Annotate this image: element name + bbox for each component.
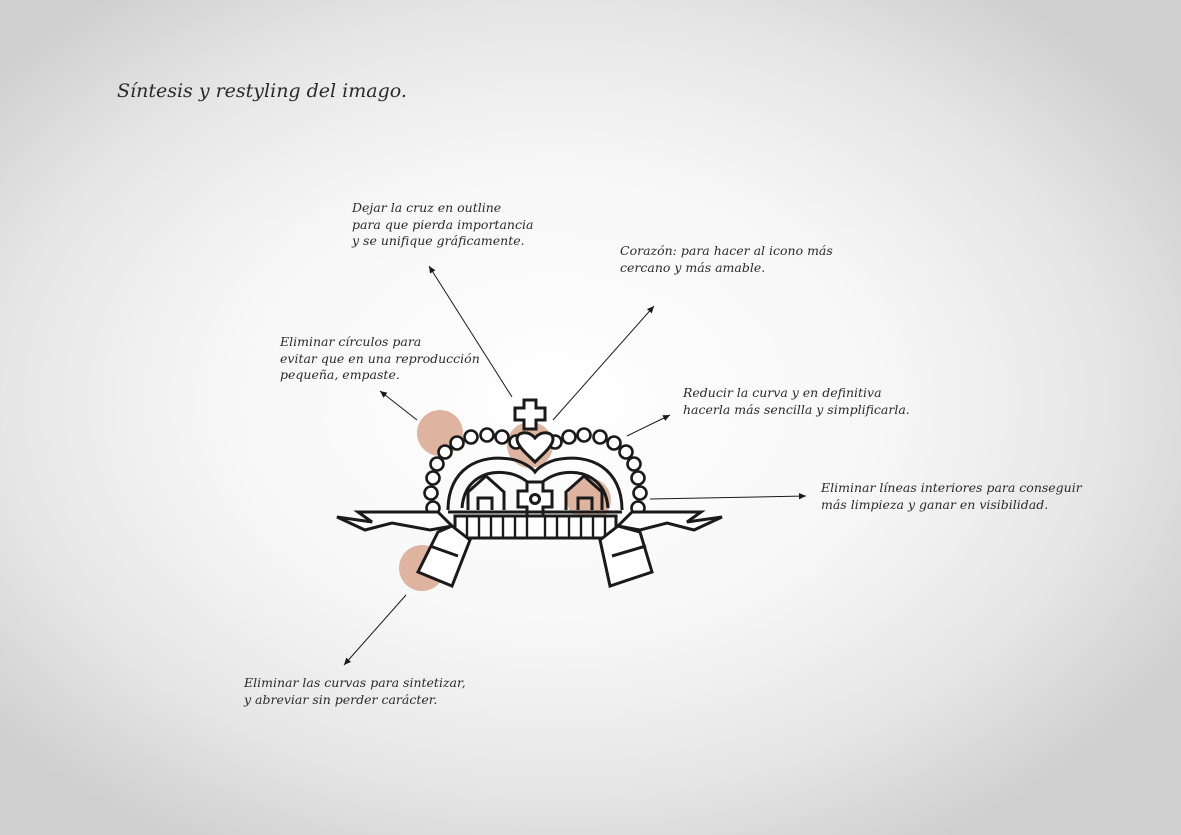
annotation-line: Corazón: para hacer al icono más	[620, 243, 833, 258]
annotation-line: evitar que en una reproducción	[280, 350, 480, 366]
arrow-circles	[379, 390, 418, 421]
inner-shape-right	[564, 473, 604, 510]
arrow-cross	[428, 265, 513, 398]
heart-icon	[515, 431, 555, 465]
inner-window-left	[476, 496, 494, 510]
arrow-interior-lines	[649, 492, 807, 500]
annotation-line: pequeña, empaste.	[280, 367, 400, 382]
annotation-line: y se unifique gráficamente.	[352, 233, 525, 248]
inner-shape-left	[466, 473, 506, 510]
ribbon-right	[614, 510, 723, 532]
annotation-line: Eliminar círculos para	[280, 334, 422, 349]
center-dot	[529, 493, 541, 505]
annotation-circles: Eliminar círculos para evitar que en una…	[280, 334, 480, 384]
pearls	[423, 427, 648, 516]
cross-icon	[513, 398, 547, 431]
page-title: Síntesis y restyling del imago.	[117, 80, 407, 102]
annotation-interior-lines: Eliminar líneas interiores para consegui…	[821, 480, 1082, 513]
annotation-curve: Reducir la curva y en definitiva hacerla…	[683, 385, 910, 418]
arrow-curve	[626, 414, 671, 437]
annotation-line: Dejar la cruz en outline	[352, 200, 502, 215]
arrow-heart	[552, 305, 655, 421]
annotation-line: hacerla más sencilla y simplificarla.	[683, 401, 910, 417]
ribbon-left	[336, 510, 456, 532]
outer-arch	[446, 456, 624, 511]
annotation-heart: Corazón: para hacer al icono más cercano…	[620, 243, 833, 276]
ribbon-left-fold	[415, 524, 472, 588]
annotation-line: Eliminar las curvas para sintetizar,	[244, 675, 466, 690]
annotation-line: y abreviar sin perder carácter.	[244, 691, 438, 707]
ribbon-right-fold	[598, 524, 654, 588]
annotation-line: Eliminar líneas interiores para consegui…	[821, 480, 1082, 495]
arrow-curves-banner	[343, 594, 407, 666]
annotation-line: para que pierda importancia	[352, 216, 534, 232]
band-lines	[465, 516, 607, 538]
inner-window-right	[576, 496, 594, 510]
ribbon-left-line	[429, 544, 459, 558]
annotation-arrows	[343, 265, 807, 666]
annotation-cross: Dejar la cruz en outline para que pierda…	[352, 200, 533, 250]
annotation-line: más limpieza y ganar en visibilidad.	[821, 496, 1049, 512]
annotation-line: cercano y más amable.	[620, 259, 766, 275]
annotation-curves-banner: Eliminar las curvas para sintetizar, y a…	[244, 675, 466, 708]
ribbon-right-line	[611, 544, 647, 558]
crown-icon	[336, 398, 723, 588]
annotation-line: Reducir la curva y en definitiva	[683, 385, 882, 400]
